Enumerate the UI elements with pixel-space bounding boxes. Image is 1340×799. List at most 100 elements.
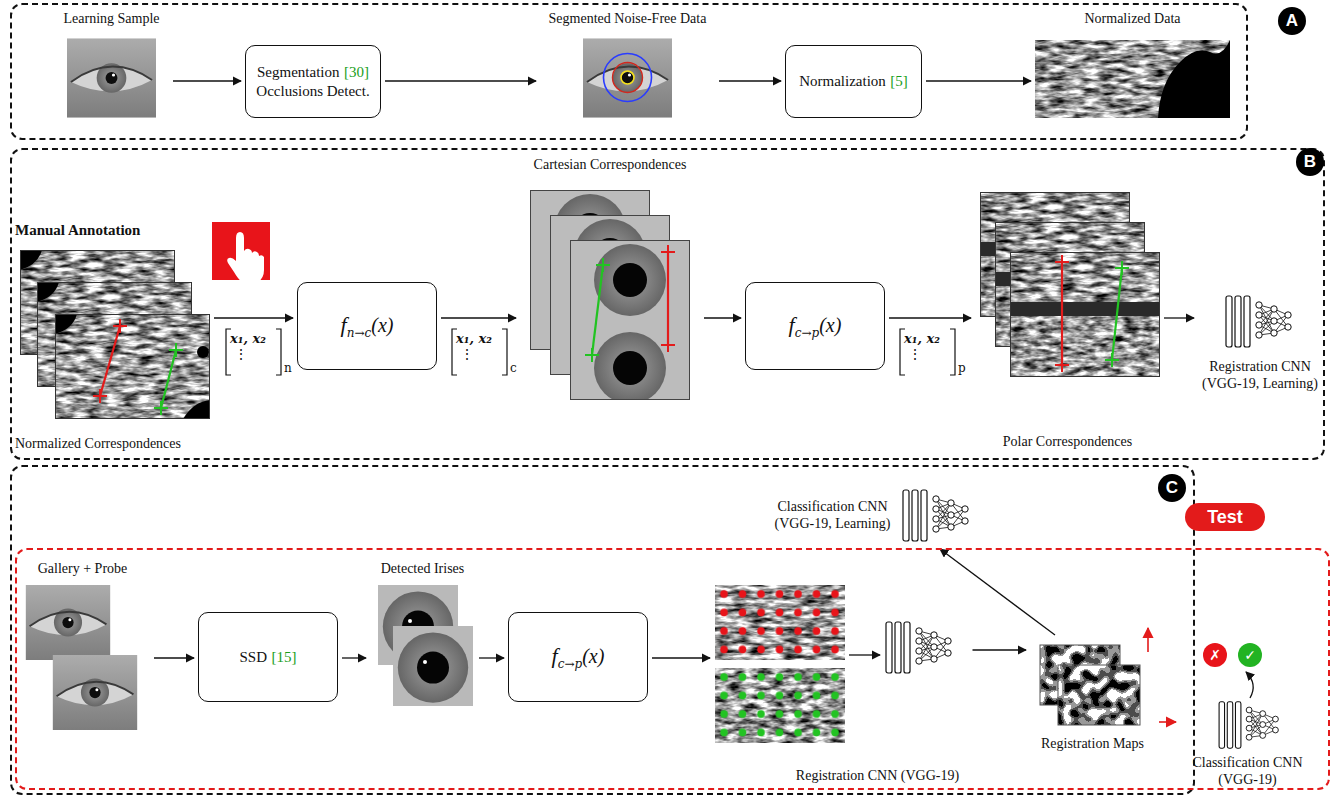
- reference-number: [5]: [890, 72, 908, 91]
- function-symbol: f: [789, 315, 795, 334]
- connector-arrow: [479, 657, 504, 658]
- reference-number: [30]: [344, 63, 369, 82]
- caption-text: Registration CNN (VGG-19, Learning): [1198, 358, 1322, 392]
- process-box: fc→p(x): [508, 612, 648, 702]
- registration-maps: [1040, 645, 1140, 725]
- caption-text: Normalization: [799, 72, 886, 91]
- flow-arrow: [849, 654, 880, 655]
- function-symbol: c→p: [558, 655, 582, 674]
- matrix-subscript: c: [510, 362, 517, 375]
- decision-arrow: [1246, 672, 1253, 698]
- cartesian-stack: [530, 190, 690, 404]
- function-symbol: (x): [371, 316, 393, 335]
- sampled-polar-strips: [715, 585, 845, 743]
- reject-mark: ✗: [1203, 643, 1227, 667]
- process-box: fn→c(x): [297, 282, 437, 370]
- normalized-stack: [20, 250, 210, 419]
- connector-arrow: [1159, 721, 1176, 723]
- image-figure: Classification CNN (VGG-19, Learning): [770, 484, 975, 546]
- red-arrow: [1147, 628, 1149, 652]
- image-figure: Segmented Noise-Free Data: [540, 10, 715, 120]
- caption-text: Occlusions Detect.: [256, 82, 369, 101]
- process-box: Normalization[5]: [785, 45, 922, 118]
- caption-text: Manual Annotation: [15, 222, 140, 239]
- text-line: Normalized Data: [1084, 10, 1180, 27]
- eye-photo: [67, 38, 156, 117]
- image-figure: Classification CNN (VGG-19): [1180, 698, 1315, 788]
- panel-badge: C: [1158, 474, 1186, 502]
- text-line: SSD [15]: [239, 648, 296, 667]
- eye-photo: [53, 655, 137, 730]
- function-symbol: (x): [819, 316, 841, 335]
- process-box: fc→p(x): [745, 282, 885, 370]
- text-line: Registration Maps: [1041, 735, 1144, 752]
- image-figure: Registration CNN (VGG-19, Learning): [1198, 292, 1322, 392]
- connector-arrow: [973, 649, 1027, 650]
- caption-text: SSD: [239, 648, 267, 667]
- caption-text: Normalized Correspondences: [15, 435, 181, 452]
- connector-arrow: [889, 317, 971, 318]
- caption-text: Registration Maps: [1041, 735, 1144, 752]
- image-figure: Normalized Data: [1035, 10, 1230, 120]
- caption-text: Gallery + Probe: [38, 560, 128, 577]
- caption-text: Classification CNN (VGG-19): [1180, 754, 1315, 788]
- text-line: Polar Correspondences: [1003, 433, 1132, 450]
- cnn-icon: [903, 490, 968, 541]
- image-figure: Polar Correspondences: [975, 185, 1160, 450]
- cnn-icon: [886, 622, 951, 673]
- caption-text: Classification CNN (VGG-19, Learning): [770, 498, 895, 532]
- caption-text: Detected Irises: [381, 560, 465, 577]
- image-figure: Gallery + Probe: [15, 560, 150, 732]
- connector-arrow: [173, 80, 241, 81]
- panel-frame: B Manual AnnotationNormalized Corresponde…: [10, 148, 1325, 460]
- function-symbol: (x): [582, 647, 604, 666]
- matrix-ellipsis: ⋮: [234, 347, 248, 362]
- polar-stack: [980, 192, 1160, 377]
- panel-frame: TestGallery + ProbeSSD[15]Detected Irise…: [15, 548, 1330, 790]
- text-line: fc→p(x): [552, 646, 605, 669]
- connector-arrow: [719, 80, 781, 81]
- text-line: Normalized Correspondences: [15, 435, 181, 452]
- test-tag: Test: [1185, 503, 1265, 531]
- function-symbol: f: [552, 646, 558, 665]
- flow-arrow: [652, 657, 710, 658]
- text-line: fc→p(x): [789, 315, 842, 338]
- caption-text: Segmented Noise-Free Data: [549, 10, 707, 27]
- caption-text: Learning Sample: [63, 10, 159, 27]
- text-line: Segmented Noise-Free Data: [549, 10, 707, 27]
- caption-text: Registration CNN (VGG-19): [796, 767, 959, 784]
- text-line: Detected Irises: [381, 560, 465, 577]
- normalized-strip: [1035, 40, 1230, 118]
- connector-arrow: [385, 80, 536, 81]
- process-box: Segmentation[30]Occlusions Detect.: [245, 45, 381, 118]
- text-line: Learning Sample: [63, 10, 159, 27]
- text-line: Classification CNN (VGG-19): [1180, 754, 1315, 788]
- function-symbol: f: [341, 315, 347, 334]
- text-line: Registration CNN (VGG-19): [796, 767, 959, 784]
- panel-badge: B: [1296, 148, 1324, 176]
- connector-arrow: [704, 317, 741, 318]
- reference-number: [15]: [272, 648, 297, 667]
- segmented-eye: [583, 38, 672, 117]
- cnn-icon: [1226, 296, 1291, 347]
- caption-text: Normalized Data: [1084, 10, 1180, 27]
- connector-arrow: [342, 657, 366, 658]
- text-line: Classification CNN (VGG-19, Learning): [770, 498, 895, 532]
- matrix-subscript: n: [284, 362, 292, 375]
- text-line: Cartesian Correspondences: [534, 156, 687, 173]
- image-figure: Cartesian Correspondences: [520, 156, 700, 436]
- text-line: Manual Annotation: [15, 222, 140, 239]
- connector-arrow: [154, 657, 194, 658]
- connector-arrow: [1164, 317, 1194, 318]
- image-figure: Registration Maps: [1030, 638, 1155, 752]
- connector-arrow: [214, 317, 293, 318]
- image-figure: Detected Irises: [370, 560, 475, 710]
- connector-arrow: [940, 549, 1055, 635]
- text-line: fn→c(x): [341, 315, 394, 338]
- image-figure: Learning Sample: [54, 10, 169, 120]
- matrix-entry: x₁, x₂: [230, 331, 266, 346]
- process-box: SSD [15]: [198, 612, 338, 702]
- matrix-ellipsis: ⋮: [460, 347, 474, 362]
- image-figure: Registration CNN (VGG-19): [787, 612, 969, 784]
